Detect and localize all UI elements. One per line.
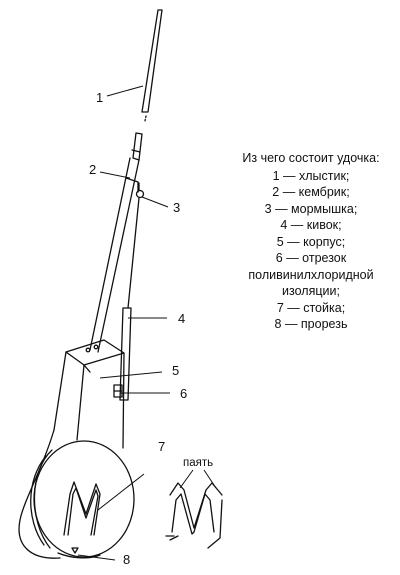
legend-item: 6 — отрезок: [275, 251, 347, 265]
jig: [135, 182, 145, 199]
solder-label: паять: [183, 457, 214, 469]
callout-3: 3: [173, 200, 181, 215]
post-detail: [165, 482, 223, 549]
callout-5: 5: [172, 363, 180, 378]
callout-1: 1: [96, 90, 104, 105]
callout-6: 6: [180, 386, 188, 401]
callout-2: 2: [89, 162, 97, 177]
legend-item: изоляции;: [282, 284, 340, 298]
legend-item: 3 — мормышка;: [264, 201, 358, 216]
cambric-tube: [131, 132, 143, 161]
insulation-piece: [113, 384, 123, 398]
callout-4: 4: [178, 311, 186, 326]
legend-item: поливинилхлоридной: [248, 267, 374, 282]
whip-tip: [141, 9, 163, 122]
callout-8: 8: [123, 552, 131, 567]
rod-stick: [89, 157, 140, 353]
legend-title: Из чего состоит удочка:: [242, 151, 380, 165]
legend-item: 4 — кивок;: [280, 218, 342, 232]
legend-item: 1 — хлыстик;: [272, 168, 350, 183]
slot-notch: [71, 547, 79, 554]
nod: [119, 307, 132, 401]
legend-item: 5 — корпус;: [276, 234, 346, 249]
legend-item: 7 — стойка;: [276, 300, 346, 315]
reel-drum: [30, 440, 135, 559]
legend-item: 2 — кембрик;: [272, 185, 350, 199]
post: [63, 481, 101, 536]
callout-7: 7: [158, 439, 166, 454]
legend: Из чего состоит удочка: 1 — хлыстик; 2 —…: [222, 150, 400, 333]
legend-item: 8 — прорезь: [274, 317, 348, 331]
